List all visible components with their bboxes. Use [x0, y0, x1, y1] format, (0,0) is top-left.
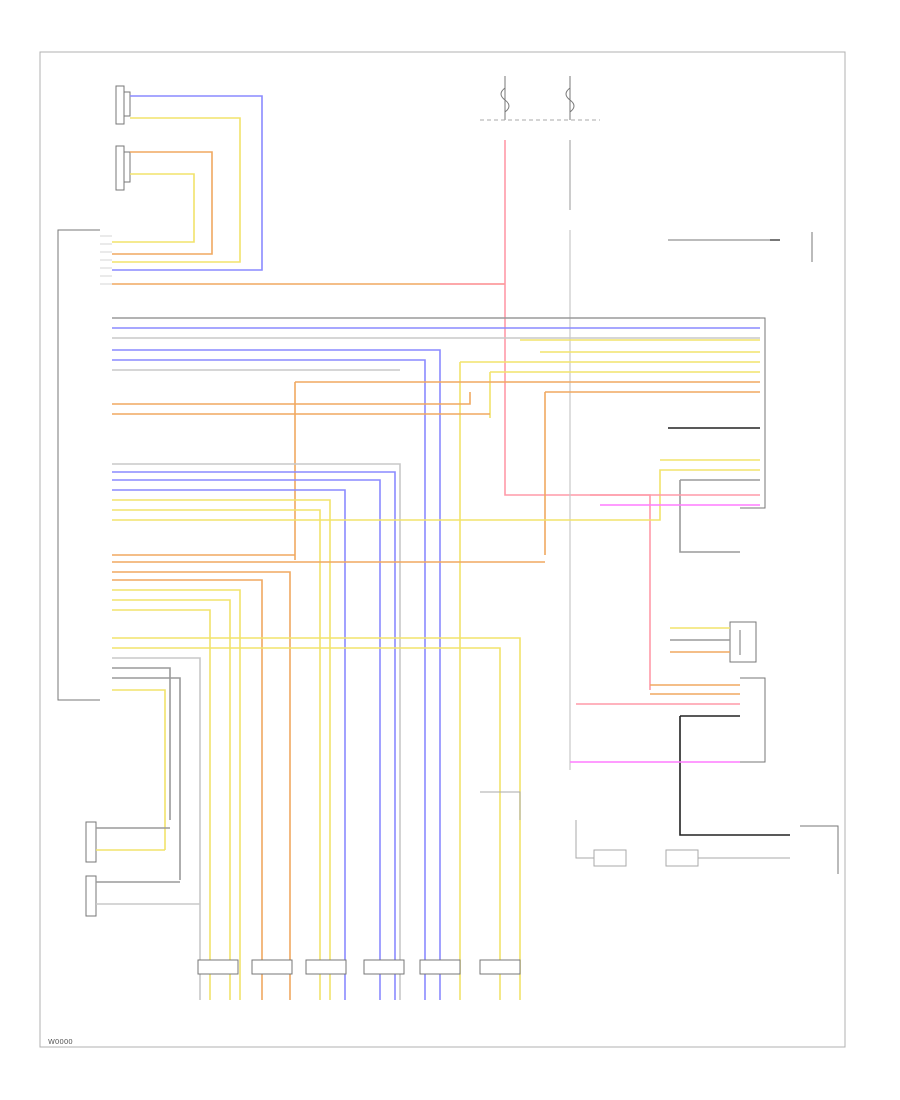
left-lower-sensor-2 — [85, 875, 97, 917]
right-module-2-wires — [570, 684, 790, 836]
relay-wires — [670, 627, 730, 653]
main-module — [57, 229, 112, 701]
speaker-1 — [197, 959, 239, 975]
left-lower-sensor-1 — [85, 821, 97, 863]
speaker-6 — [479, 959, 521, 975]
left-sensor-second — [115, 145, 131, 191]
right-speaker-bracket — [480, 791, 521, 820]
bottom-ground-points — [575, 820, 790, 867]
fuse-right — [565, 76, 575, 120]
right-module-2 — [740, 677, 766, 763]
top-right-connector — [668, 232, 813, 262]
left-sensor-wires — [112, 95, 263, 271]
speaker-4 — [363, 959, 405, 975]
bottom-right-unit — [800, 825, 839, 874]
footer-code: W0000 — [48, 1038, 73, 1046]
main-to-right-wires — [112, 317, 760, 1000]
bottom-cross-wires — [112, 637, 521, 1000]
diagram-frame — [39, 51, 846, 1048]
speaker-row — [197, 959, 521, 975]
right-middle-wires — [590, 459, 760, 553]
speaker-2 — [251, 959, 293, 975]
speaker-3 — [305, 959, 347, 975]
fuse-left — [500, 76, 510, 120]
orange-lower-wires — [112, 554, 545, 1000]
speaker-5 — [419, 959, 461, 975]
right-relay — [729, 621, 757, 663]
left-sensor-top — [115, 85, 131, 125]
red-power-wire — [504, 140, 651, 690]
main-module-pins — [100, 235, 112, 285]
left-lower-wires — [96, 827, 200, 905]
